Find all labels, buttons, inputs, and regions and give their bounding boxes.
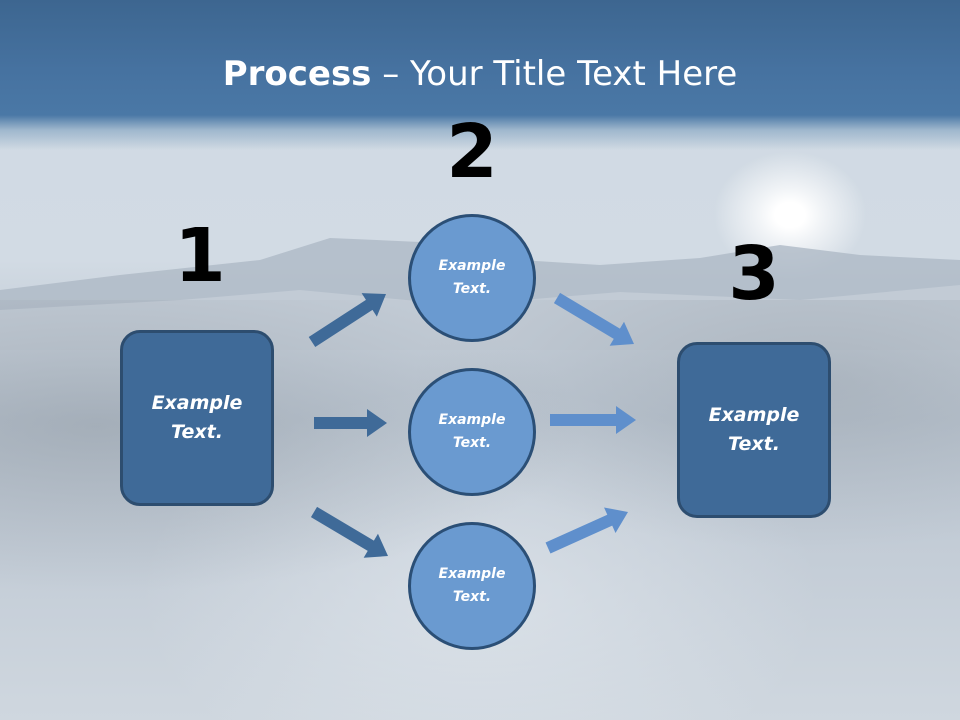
arrow-left-to-middle	[314, 409, 387, 437]
title-band	[0, 0, 960, 150]
circle-top: Example Text.	[408, 214, 536, 342]
title-rest: – Your Title Text Here	[371, 54, 738, 94]
circle-bottom: Example Text.	[408, 522, 536, 650]
circle-middle: Example Text.	[408, 368, 536, 496]
step-box-left: Example Text.	[120, 330, 274, 506]
title-bold: Process	[222, 54, 372, 94]
step-box-right-label: Example Text.	[708, 404, 800, 455]
step-number-1: 1	[174, 213, 226, 299]
circle-bottom-label: Example Text.	[438, 566, 506, 605]
step-box-right: Example Text.	[677, 342, 831, 518]
step-box-left-label: Example Text.	[151, 392, 243, 443]
arrow-left-to-bottom	[310, 506, 389, 558]
arrow-bottom-to-right	[545, 507, 629, 554]
step-number-3: 3	[728, 231, 780, 317]
arrow-left-to-top	[308, 293, 386, 348]
step-number-2: 2	[446, 109, 498, 195]
circle-middle-label: Example Text.	[438, 412, 506, 451]
arrow-top-to-right	[553, 292, 634, 346]
circle-top-label: Example Text.	[438, 258, 506, 297]
arrow-middle-to-right	[550, 406, 636, 434]
slide-title: Process – Your Title Text Here	[0, 52, 960, 96]
